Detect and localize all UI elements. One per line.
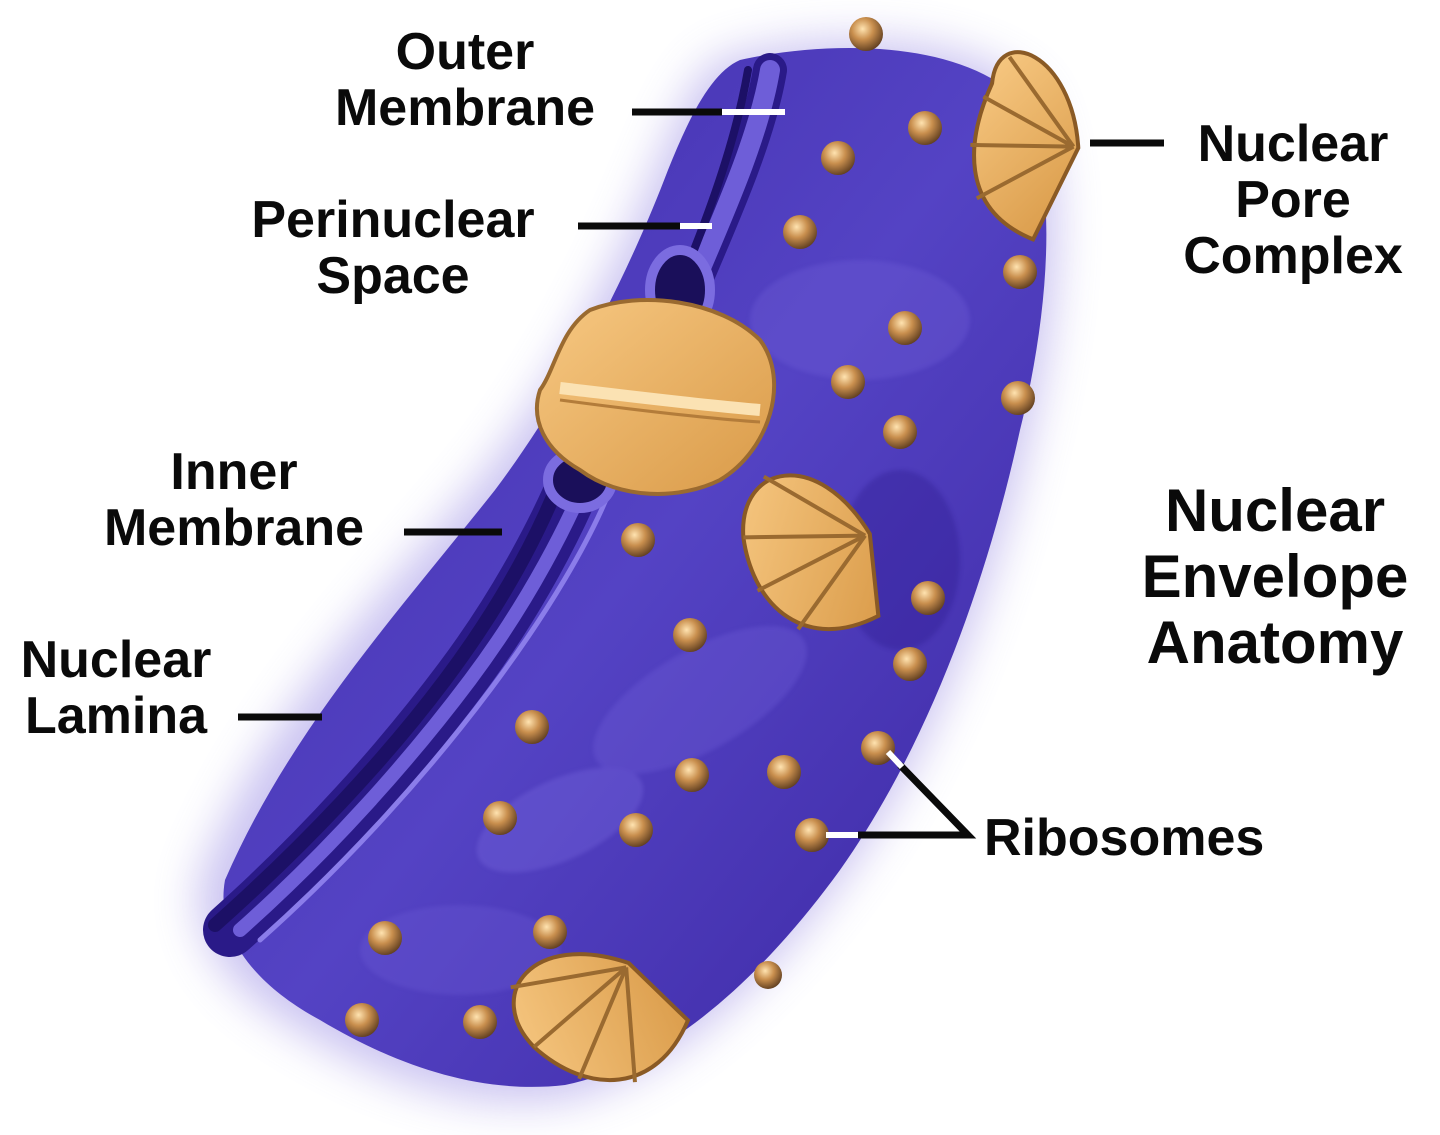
nuclear-pore-complexes [510, 50, 1081, 1083]
nuclear-pore-cutaway [534, 298, 776, 496]
label-nuclear-pore-complex: Nuclear Pore Complex [1183, 115, 1403, 285]
diagram-title: Nuclear Envelope Anatomy [1141, 477, 1409, 676]
label-ribosomes: Ribosomes [984, 809, 1265, 867]
leader-line-tips [680, 109, 905, 838]
leader-ribosomes [858, 762, 977, 839]
label-nuclear-lamina: Nuclear Lamina [20, 631, 212, 745]
leader-lines [238, 108, 1164, 839]
label-perinuclear-space: Perinuclear Space [251, 191, 535, 305]
envelope-texture [360, 260, 970, 995]
ribosomes [345, 17, 1037, 1039]
label-outer-membrane: Outer Membrane [334, 23, 596, 137]
label-inner-membrane: Inner Membrane [103, 443, 365, 557]
